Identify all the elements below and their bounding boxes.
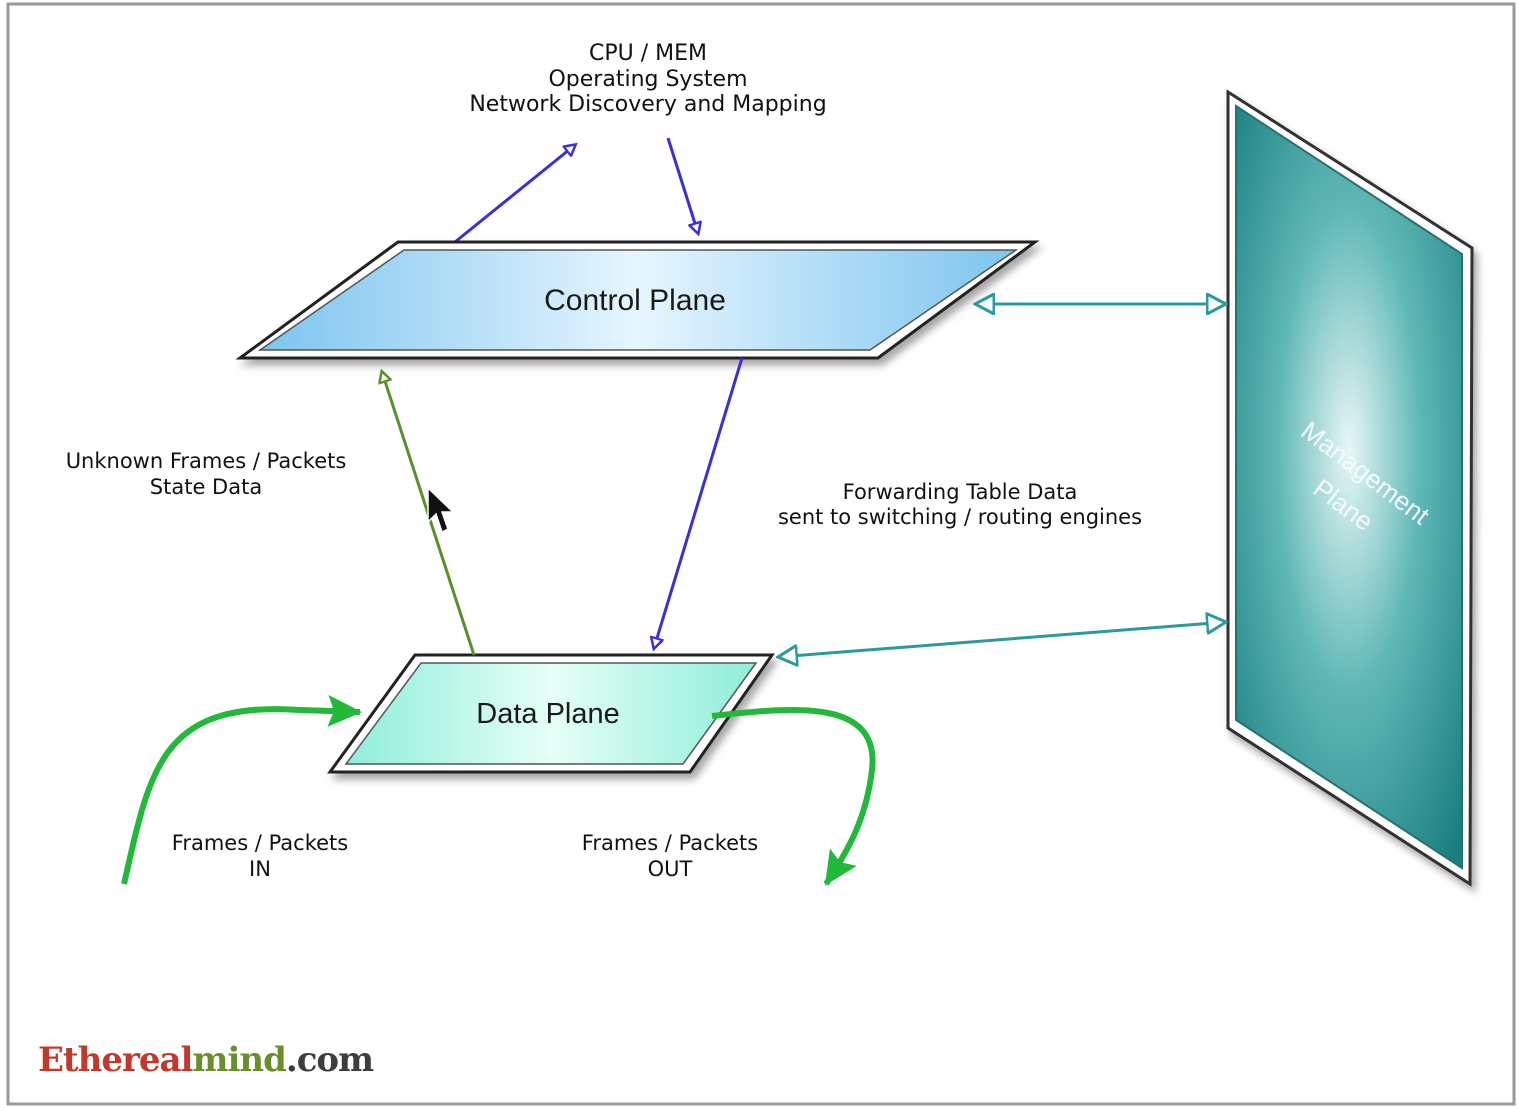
unknown-frames-label-line2: State Data [150,475,262,499]
logo-part-com: .com [285,1040,374,1080]
control-to-os-arrow [454,145,575,244]
data-plane: Data Plane [327,653,775,774]
frames-out-label-line2: OUT [648,857,693,881]
top-note-line2: Operating System [548,67,747,92]
data-plane-label: Data Plane [476,698,620,730]
forwarding-label-line2: sent to switching / routing engines [778,505,1142,529]
os-to-control-arrow [666,137,698,233]
frames-in-label-line1: Frames / Packets [172,831,348,855]
mouse-cursor-icon [427,486,455,534]
frames-out-label-line1: Frames / Packets [582,831,758,855]
management-plane: Management Plane [1226,89,1474,887]
forwarding-label-line1: Forwarding Table Data [843,480,1078,504]
top-note-line1: CPU / MEM [589,41,707,66]
top-note-line3: Network Discovery and Mapping [469,92,826,117]
logo-part-ethereal: Ethereal [38,1040,193,1080]
unknown-frames-label-line1: Unknown Frames / Packets [66,449,347,473]
control-plane: Control Plane [235,240,1040,360]
frames-out-arrow [711,706,876,886]
ethereal-mind-logo: Etherealmind.com [38,1040,374,1080]
frames-in-label-line2: IN [249,857,271,881]
control-plane-label: Control Plane [544,284,726,317]
frames-in-arrow [121,694,362,885]
forwarding-table-arrow [654,357,744,648]
management-data-link [778,622,1226,657]
logo-part-mind: mind [192,1040,286,1080]
